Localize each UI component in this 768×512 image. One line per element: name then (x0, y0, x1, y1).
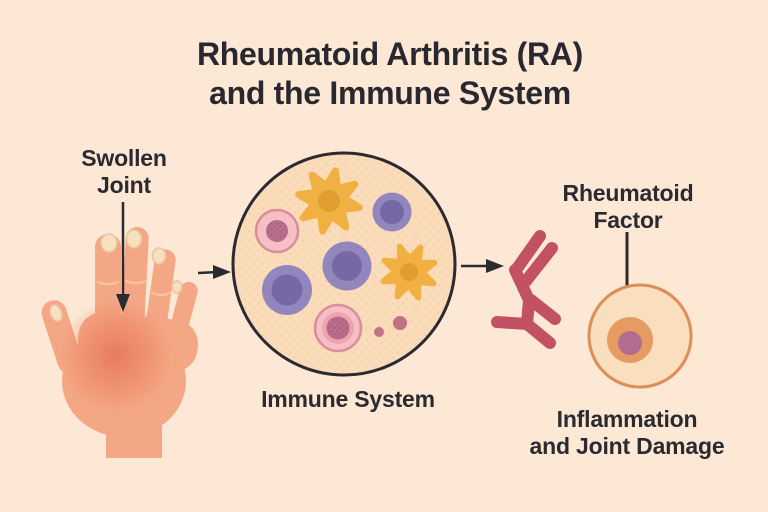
lymphocyte-cell-3 (262, 265, 312, 315)
swollen-joint-label: Swollen Joint (81, 145, 167, 198)
micro-cell-2 (393, 316, 407, 330)
swelling-spot (59, 299, 173, 413)
immune-system-label: Immune System (261, 386, 435, 412)
inflamed-cell-illustration (587, 283, 693, 389)
fingernails (49, 229, 183, 322)
macrophage-cell-1 (254, 208, 300, 254)
finger-creases (96, 279, 172, 297)
arrow-immune-to-antibody (461, 259, 504, 273)
arrow-hand-to-immune (197, 265, 231, 279)
page-title-line1: Rheumatoid Arthritis (RA) (197, 36, 583, 72)
dendritic-cell-1 (295, 167, 363, 235)
inflammation-label: Inflammation and Joint Damage (529, 406, 725, 459)
cell-nucleus (618, 331, 642, 355)
immune-system-cells-circle (231, 151, 457, 377)
macrophage-cell-2 (313, 303, 363, 353)
circle-outline (231, 151, 457, 377)
lymphocyte-cell-2 (322, 241, 372, 291)
swollen-joint-pointer-arrow (116, 202, 130, 312)
rheumatoid-factor-antibody-icon (491, 230, 561, 349)
swollen-hand-illustration (41, 227, 199, 458)
page-title-line2: and the Immune System (209, 75, 571, 111)
lymphocyte-cell-1 (372, 192, 412, 232)
hand-wrist (106, 418, 162, 458)
rheumatoid-factor-label: Rheumatoid Factor (562, 180, 694, 233)
page-title: Rheumatoid Arthritis (RA) and the Immune… (90, 35, 690, 113)
dendritic-cell-2 (380, 243, 438, 301)
micro-cell-1 (374, 327, 384, 337)
